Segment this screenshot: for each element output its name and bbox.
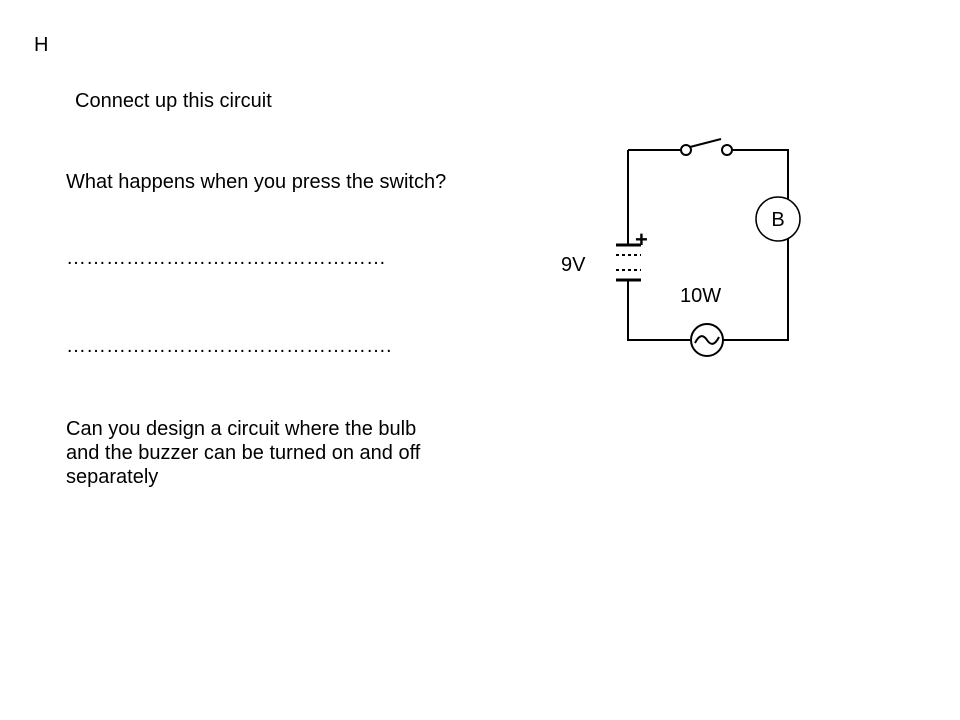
buzzer-label: B [771, 209, 784, 231]
design-task-text: Can you design a circuit where the bulb … [66, 418, 421, 488]
answer-line-1: ………………………………………… [66, 247, 386, 269]
question-text: What happens when you press the switch? [66, 171, 447, 193]
battery-voltage-label: 9V [561, 254, 586, 276]
battery-plus-sign: + [635, 227, 648, 252]
wire-right-lower [723, 237, 789, 341]
bulb-power-label: 10W [680, 285, 721, 307]
bulb-symbol [690, 323, 724, 357]
battery-symbol [616, 243, 641, 282]
answer-line-2: …………………………………………. [66, 335, 392, 357]
instruction-text: Connect up this circuit [75, 90, 272, 112]
slide-heading-letter: H [34, 34, 49, 56]
wire-top-right [733, 149, 789, 199]
switch-symbol [680, 138, 733, 156]
circuit-diagram: + 9V 10W B [561, 138, 801, 357]
buzzer-symbol [755, 196, 801, 242]
wire-bottom-left [627, 280, 690, 341]
